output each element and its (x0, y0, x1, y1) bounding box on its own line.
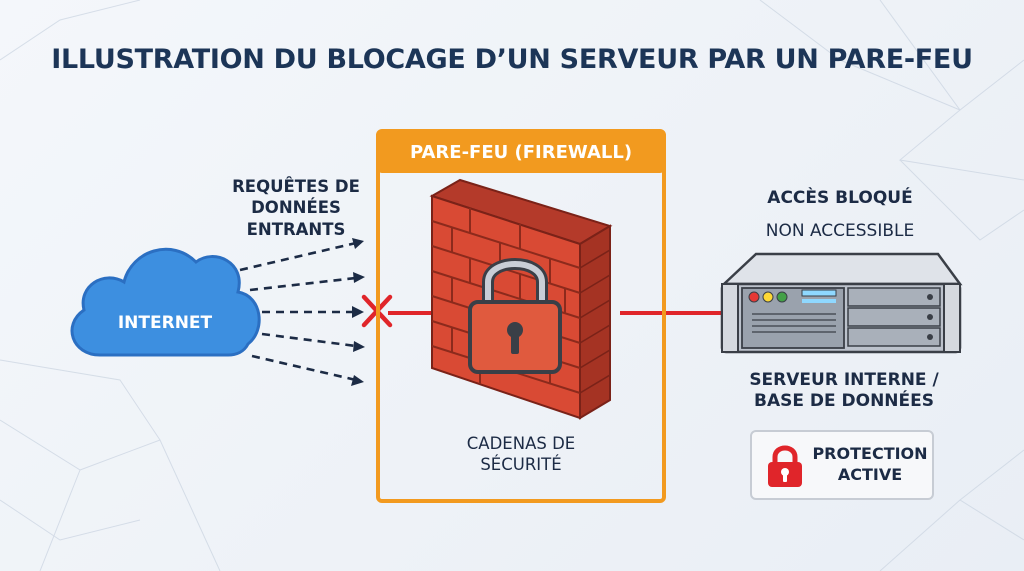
server-rack-icon (720, 252, 963, 354)
request-arrow (239, 238, 364, 272)
incoming-request-arrows (239, 238, 365, 386)
request-arrow (261, 332, 365, 352)
protection-active-text: PROTECTION ACTIVE (810, 444, 930, 486)
request-arrow (249, 272, 365, 292)
incoming-requests-line-3: ENTRANTS (246, 219, 346, 239)
internal-server-label: SERVEUR INTERNE / BASE DE DONNÉES (724, 370, 964, 413)
red-padlock-icon (768, 445, 802, 487)
incoming-requests-line-1: REQUÊTES DE (232, 177, 360, 196)
firewall-header: PARE-FEU (FIREWALL) (409, 142, 633, 163)
internet-cloud-icon (70, 247, 261, 357)
incoming-requests-label: REQUÊTES DE DONNÉES ENTRANTS (208, 176, 384, 240)
security-lock-caption-line-2: SÉCURITÉ (480, 454, 562, 474)
security-lock-caption: CADENAS DE SÉCURITÉ (380, 434, 662, 475)
not-accessible-subtitle: NON ACCESSIBLE (765, 221, 915, 241)
internal-server-label-line-1: SERVEUR INTERNE / (749, 370, 939, 390)
internet-label: INTERNET (117, 313, 213, 333)
internal-server-label-line-2: BASE DE DONNÉES (753, 391, 935, 412)
padlock-icon (468, 258, 562, 374)
protection-active-line-1: PROTECTION (812, 444, 928, 463)
page-title: ILLUSTRATION DU BLOCAGE D’UN SERVEUR PAR… (51, 44, 973, 75)
firewall-frame (376, 129, 666, 503)
request-arrow (251, 354, 364, 386)
access-blocked-title: ACCÈS BLOQUÉ (767, 188, 913, 208)
brick-wall-icon (429, 178, 613, 420)
request-arrow (262, 306, 364, 318)
security-lock-caption-line-1: CADENAS DE (466, 434, 576, 453)
incoming-requests-line-2: DONNÉES (251, 198, 341, 218)
protection-active-badge: PROTECTION ACTIVE (750, 430, 934, 500)
protection-active-line-2: ACTIVE (837, 464, 903, 484)
